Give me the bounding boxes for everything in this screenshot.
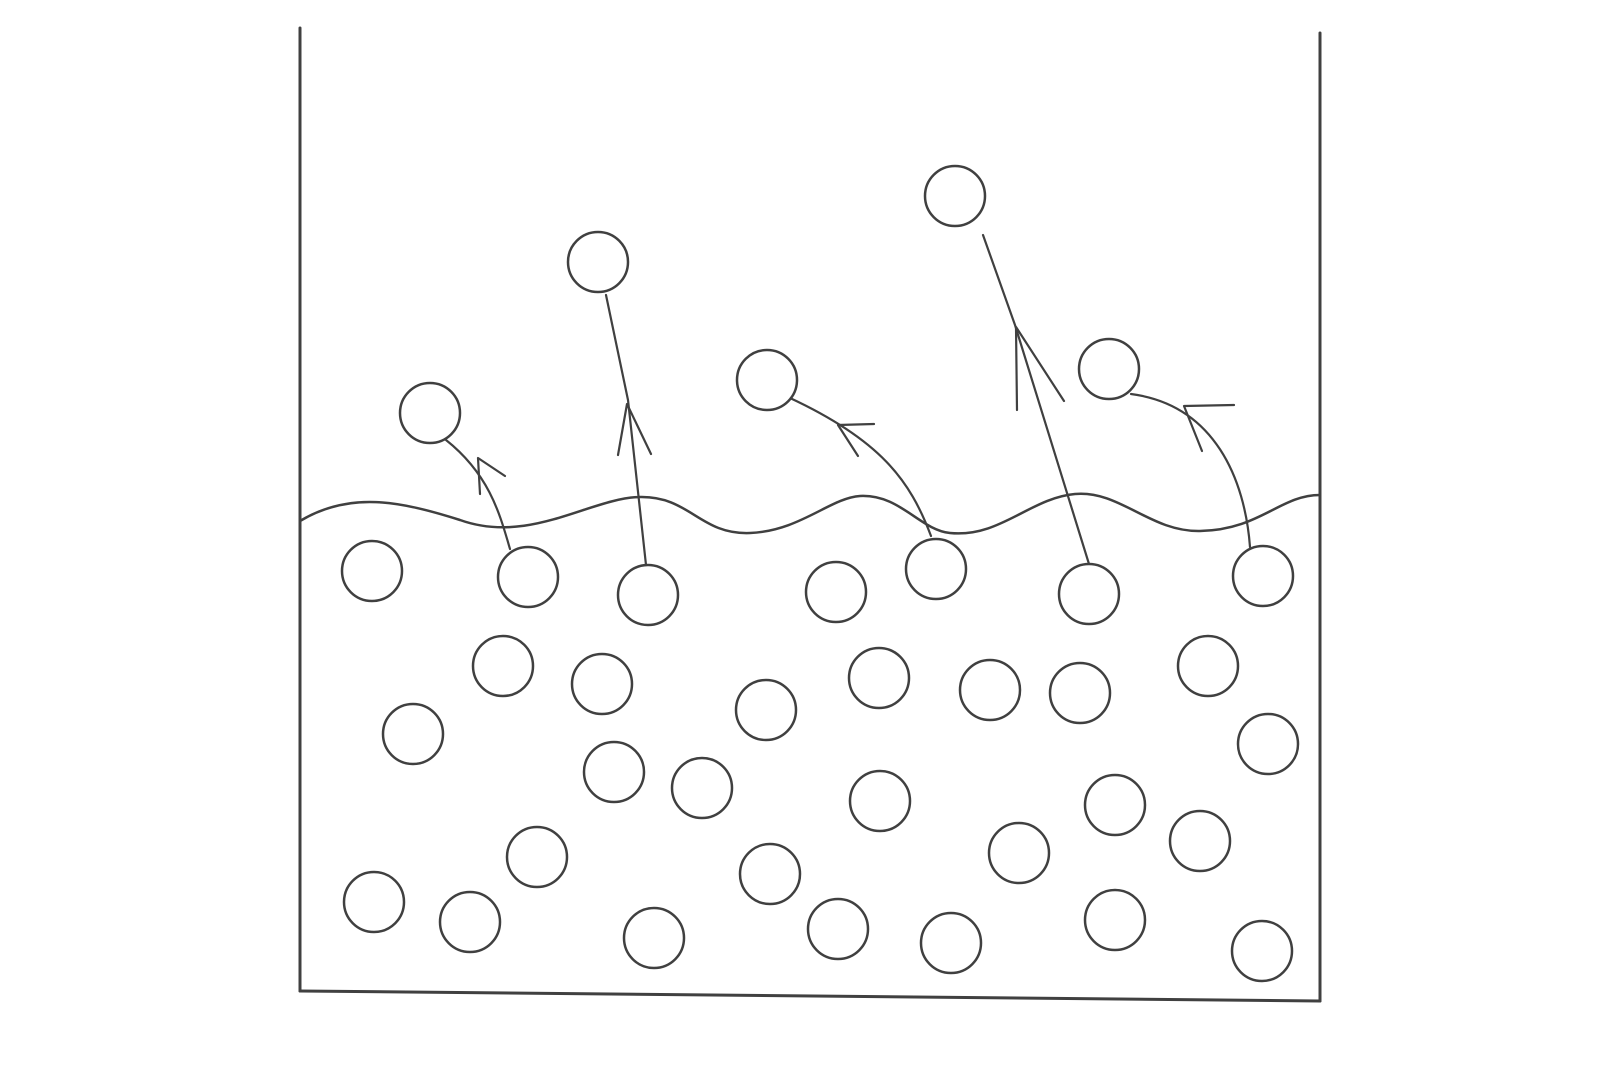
- liquid-particle: [381, 702, 445, 766]
- liquid-particle: [1176, 634, 1240, 698]
- liquid-particle: [438, 890, 502, 954]
- escaping-particle: [923, 164, 987, 228]
- escaping-particle: [566, 230, 630, 294]
- escape-paths: [444, 233, 1252, 567]
- liquid-particle: [570, 652, 634, 716]
- escape-path: [444, 438, 512, 551]
- liquid-particle: [471, 634, 535, 698]
- liquid-particle: [904, 537, 968, 601]
- liquid-particle: [1048, 661, 1112, 725]
- liquid-particle: [342, 870, 406, 934]
- liquid-particle: [616, 563, 680, 627]
- liquid-particle: [496, 545, 560, 609]
- liquid-particle: [738, 842, 802, 906]
- particles: [340, 164, 1300, 983]
- liquid-particle: [734, 678, 798, 742]
- liquid-particle: [847, 646, 911, 710]
- arrowhead-icon: [616, 402, 653, 457]
- liquid-particle: [582, 740, 646, 804]
- liquid-particle: [1236, 712, 1300, 776]
- liquid-particle: [1231, 544, 1295, 608]
- arrowhead-icon: [476, 456, 507, 496]
- escaping-particle: [1077, 337, 1141, 401]
- escape-path: [1129, 392, 1252, 549]
- liquid-particle: [804, 560, 868, 624]
- liquid-particle: [622, 906, 686, 970]
- escaping-particle: [398, 381, 462, 445]
- escape-path: [604, 293, 648, 567]
- liquid-particle: [806, 897, 870, 961]
- liquid-particle: [919, 911, 983, 975]
- escaping-particle: [735, 348, 799, 412]
- arrowhead-icon: [1014, 325, 1066, 412]
- liquid-particle: [1057, 562, 1121, 626]
- liquid-particle: [1083, 773, 1147, 837]
- liquid-surface: [299, 492, 1321, 535]
- liquid-particle: [505, 825, 569, 889]
- liquid-particle: [958, 658, 1022, 722]
- container: [298, 26, 1322, 1003]
- liquid-particle: [1083, 888, 1147, 952]
- liquid-particle: [1230, 919, 1294, 983]
- container-bottom: [298, 989, 1322, 1003]
- arrowhead-icon: [1182, 403, 1236, 453]
- escape-path: [788, 396, 933, 538]
- arrowhead-icon: [836, 422, 876, 458]
- liquid-particle: [987, 821, 1051, 885]
- liquid-particle: [670, 756, 734, 820]
- liquid-particle: [848, 769, 912, 833]
- liquid-particle: [1168, 809, 1232, 873]
- liquid-particle: [340, 539, 404, 603]
- escape-path: [981, 233, 1091, 566]
